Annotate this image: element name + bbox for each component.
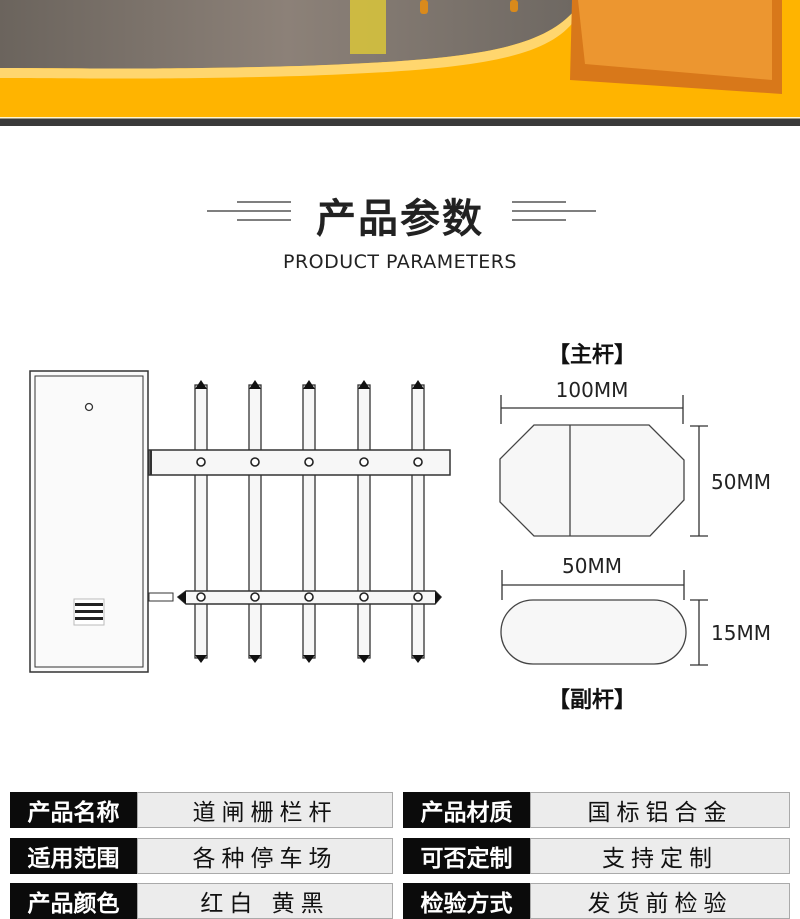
main-bar: [148, 449, 451, 476]
main-pole-label: 【主杆】: [547, 343, 636, 368]
bolt-icon: [413, 457, 423, 467]
bolt-icon: [359, 592, 369, 602]
sub-width-label: 50MM: [562, 554, 622, 578]
spec-value: 道闸栅栏杆: [137, 792, 393, 828]
sub-pole-label: 【副杆】: [547, 688, 636, 713]
section-title: 产品参数: [316, 196, 484, 242]
picket: [357, 380, 371, 663]
gate-cabinet: [29, 370, 149, 673]
title-decoration-right: [512, 201, 596, 221]
picket: [194, 380, 208, 663]
spec-key: 检验方式: [403, 883, 530, 919]
bar-connector: [148, 592, 174, 602]
spec-value: 红白 黄黑: [137, 883, 393, 919]
main-pole-section: [499, 424, 685, 537]
sub-height-label: 15MM: [711, 621, 771, 645]
bolt-icon: [304, 457, 314, 467]
picket: [302, 380, 316, 663]
bolt-icon: [250, 592, 260, 602]
spec-key: 产品材质: [403, 792, 530, 828]
spec-row: 适用范围 各种停车场 可否定制 支持定制: [10, 838, 790, 874]
bolt-icon: [196, 592, 206, 602]
cabinet-vent-icon: [73, 598, 105, 626]
spec-value: 支持定制: [530, 838, 790, 874]
spec-row: 产品名称 道闸栅栏杆 产品材质 国标铝合金: [10, 792, 790, 828]
sub-pole-section: [500, 599, 687, 665]
bolt-icon: [250, 457, 260, 467]
spec-value: 国标铝合金: [530, 792, 790, 828]
spec-key: 可否定制: [403, 838, 530, 874]
picket: [248, 380, 262, 663]
spec-key: 适用范围: [10, 838, 137, 874]
banner-image: [0, 0, 800, 126]
section-subtitle: PRODUCT PARAMETERS: [282, 251, 517, 273]
main-height-label: 50MM: [711, 470, 771, 494]
spec-key: 产品名称: [10, 792, 137, 828]
cabinet-lock-icon: [84, 402, 94, 412]
spec-key: 产品颜色: [10, 883, 137, 919]
spec-value: 各种停车场: [137, 838, 393, 874]
title-decoration-left: [207, 201, 291, 221]
spec-row: 产品颜色 红白 黄黑 检验方式 发货前检验: [10, 883, 790, 919]
picket: [411, 380, 425, 663]
bolt-icon: [413, 592, 423, 602]
spec-value: 发货前检验: [530, 883, 790, 919]
main-width-label: 100MM: [555, 378, 629, 402]
bolt-icon: [196, 457, 206, 467]
bolt-icon: [304, 592, 314, 602]
bolt-icon: [359, 457, 369, 467]
